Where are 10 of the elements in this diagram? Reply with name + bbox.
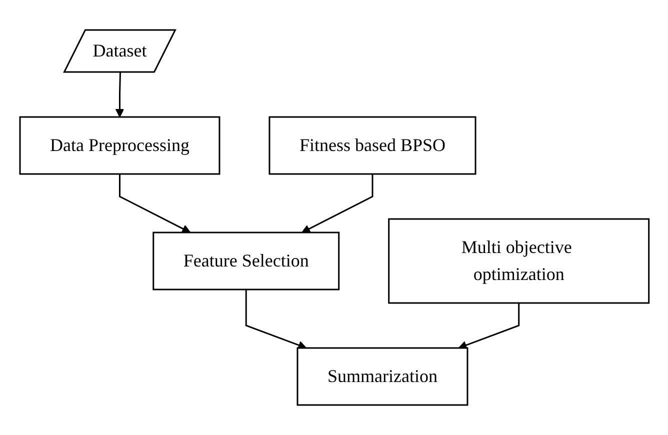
arrow — [301, 174, 373, 233]
arrow — [244, 290, 306, 350]
node-box: Feature Selection — [152, 232, 340, 290]
arrow — [114, 72, 124, 118]
arrow — [118, 174, 190, 233]
node-box: Data Preprocessing — [18, 116, 220, 175]
node-box: Multi objective optimization — [388, 218, 650, 304]
arrow — [458, 303, 520, 350]
node-box: Summarization — [296, 347, 468, 406]
node-box: Fitness based BPSO — [268, 116, 476, 175]
